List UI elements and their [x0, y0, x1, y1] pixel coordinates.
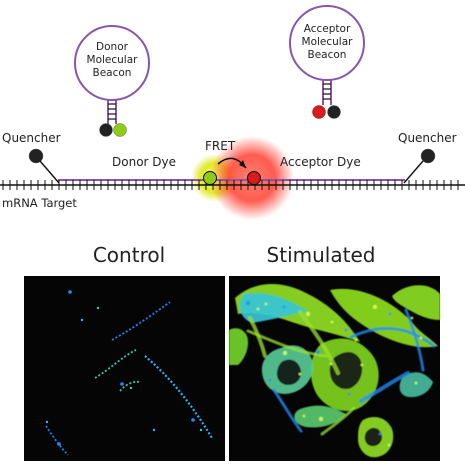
stimulated-cell-blob [294, 405, 346, 428]
right-quencher: Quencher [398, 131, 457, 184]
stimulated-speckle [372, 304, 378, 310]
acceptor-stem-rungs [323, 83, 331, 100]
strand-base-ticks [2, 180, 459, 190]
stimulated-signal-pattern [229, 284, 440, 458]
stimulated-speckle [264, 302, 268, 306]
acceptor-dye-label: Acceptor Dye [280, 155, 361, 169]
stimulated-cell-blob [276, 359, 302, 385]
stimulated-speckle [344, 328, 348, 332]
control-signal-dot [152, 428, 156, 432]
stimulated-speckle [302, 414, 306, 418]
stimulated-speckle [305, 311, 311, 317]
left-quencher-label: Quencher [2, 131, 61, 145]
stimulated-speckle [354, 338, 358, 342]
stimulated-title: Stimulated [267, 243, 376, 267]
left-quencher-linker [39, 160, 60, 184]
stimulated-cell-blob [399, 372, 433, 398]
control-image-panel [24, 276, 225, 461]
stimulated-speckle [360, 363, 364, 367]
stimulated-image-panel [229, 276, 440, 461]
left-quencher: Quencher [2, 131, 61, 184]
donor-quencher-ball [99, 123, 113, 137]
mrna-target-label: mRNA Target [2, 196, 77, 210]
control-signal-dot [191, 418, 195, 422]
acceptor-dye-ball [312, 105, 326, 119]
bound-dyes: Donor Dye Acceptor Dye FRET [112, 139, 361, 185]
mrna-target-strand: mRNA Target [0, 179, 465, 210]
stimulated-speckle [282, 350, 288, 356]
donor-beacon-label-line-2: Molecular [87, 54, 139, 66]
control-signal-dot [199, 428, 203, 432]
control-signal-dot [120, 382, 124, 386]
donor-beacon-label-line-3: Beacon [93, 67, 132, 79]
control-panel-background [24, 276, 225, 461]
stimulated-speckle [387, 443, 391, 447]
stimulated-speckle [330, 320, 334, 324]
donor-dye-ball [113, 123, 127, 137]
acceptor-quencher-ball [327, 105, 341, 119]
bound-acceptor-dye [247, 171, 261, 185]
stimulated-speckle [378, 432, 382, 436]
right-quencher-label: Quencher [398, 131, 457, 145]
stimulated-cell-blob [229, 328, 248, 365]
stimulated-filament [272, 388, 303, 433]
donor-beacon-label-line-1: Donor [96, 41, 129, 53]
control-signal-filament [119, 380, 141, 392]
acceptor-beacon-label-line-3: Beacon [308, 49, 347, 61]
donor-molecular-beacon: Donor Molecular Beacon [74, 25, 150, 137]
control-signal-dot [80, 318, 84, 322]
stimulated-filament [404, 308, 425, 372]
donor-beacon-loop [74, 25, 150, 101]
acceptor-molecular-beacon: Acceptor Molecular Beacon [289, 5, 365, 119]
stimulated-speckle [315, 349, 321, 355]
control-signal-dot [96, 306, 100, 310]
acceptor-beacon-label-line-1: Acceptor [304, 23, 351, 35]
stimulated-cell-blob [329, 351, 363, 390]
stimulated-cell-blob [239, 293, 308, 323]
stimulated-filament [298, 310, 340, 375]
stimulated-cell-blob [392, 285, 440, 320]
stimulated-speckle [298, 372, 302, 376]
stimulated-speckle [329, 362, 333, 366]
stimulated-filament [349, 327, 436, 348]
stimulated-speckle [268, 378, 272, 382]
right-quencher-ball [420, 148, 436, 164]
acceptor-beacon-label-line-2: Molecular [302, 36, 354, 48]
control-signal-filament [94, 349, 137, 379]
left-quencher-ball [28, 148, 44, 164]
bound-donor-dye [203, 171, 217, 185]
control-signal-dot [57, 442, 61, 446]
stimulated-speckle [318, 416, 324, 422]
control-signal-dot [45, 420, 49, 424]
control-signal-dot [129, 386, 133, 390]
control-signal-pattern [45, 290, 213, 456]
stimulated-speckle [410, 316, 414, 320]
stimulated-filament [359, 371, 410, 403]
stimulated-speckle [419, 336, 423, 340]
stimulated-speckle [282, 305, 286, 309]
stimulated-speckle [347, 392, 351, 396]
stimulated-speckle [256, 307, 260, 311]
donor-stem-rungs [108, 103, 116, 120]
stimulated-filament [320, 406, 356, 436]
stimulated-speckle [245, 300, 251, 306]
control-signal-filament [144, 355, 213, 439]
control-signal-filament [111, 301, 171, 341]
fret-arrow-head [239, 160, 246, 168]
acceptor-beacon-loop [289, 5, 365, 81]
control-title: Control [93, 243, 165, 267]
stimulated-speckle [414, 381, 418, 385]
right-quencher-linker [403, 160, 424, 184]
fret-label: FRET [205, 139, 236, 153]
stimulated-cell-blob [364, 427, 382, 447]
donor-dye-label: Donor Dye [112, 155, 176, 169]
control-signal-filament [45, 425, 69, 456]
stimulated-filament [248, 316, 267, 358]
control-signal-dot [68, 290, 72, 294]
stimulated-speckle [388, 312, 392, 316]
